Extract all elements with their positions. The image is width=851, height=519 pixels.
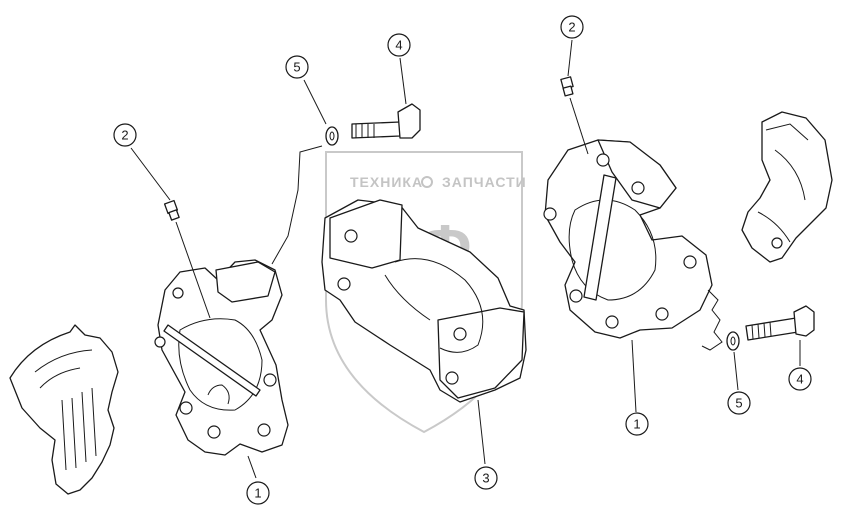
leader-lines (130, 39, 801, 479)
grease-fitting-right (560, 76, 574, 97)
callout-4-lower: 4 (788, 367, 812, 391)
yoke-flange-left (9, 324, 119, 495)
break-line-lower (701, 289, 723, 351)
callout-label: 3 (482, 471, 489, 486)
callout-label: 4 (395, 38, 402, 53)
callout-5-lower: 5 (727, 391, 751, 415)
gear-icon (421, 176, 433, 188)
callout-5-upper: 5 (285, 55, 309, 79)
callout-label: 1 (254, 486, 261, 501)
watermark-text-left: ТЕХНИКА (350, 174, 423, 190)
callout-label: 5 (293, 60, 300, 75)
callout-4-upper: 4 (387, 33, 411, 57)
break-line-upper (271, 145, 323, 265)
washer-lower (726, 331, 740, 351)
callout-label: 2 (121, 128, 128, 143)
callout-label: 5 (735, 396, 742, 411)
bolt-upper (351, 103, 421, 139)
callout-1-left: 1 (246, 481, 270, 505)
spider-assembly-left (154, 259, 289, 456)
callout-3: 3 (474, 466, 498, 490)
washer-upper (325, 126, 339, 146)
bolt-lower (745, 305, 815, 341)
callout-1-right: 1 (625, 412, 649, 436)
callout-label: 2 (568, 20, 575, 35)
callout-2-right: 2 (560, 15, 584, 39)
callout-2-left: 2 (113, 123, 137, 147)
callout-label: 4 (796, 372, 803, 387)
grease-fitting-left (163, 199, 180, 221)
yoke-bracket-right (741, 111, 833, 263)
spider-assembly-right (543, 139, 713, 339)
callout-label: 1 (633, 417, 640, 432)
center-shaft-yoke (321, 199, 527, 403)
watermark-text-right: ЗАПЧАСТИ (442, 174, 527, 190)
